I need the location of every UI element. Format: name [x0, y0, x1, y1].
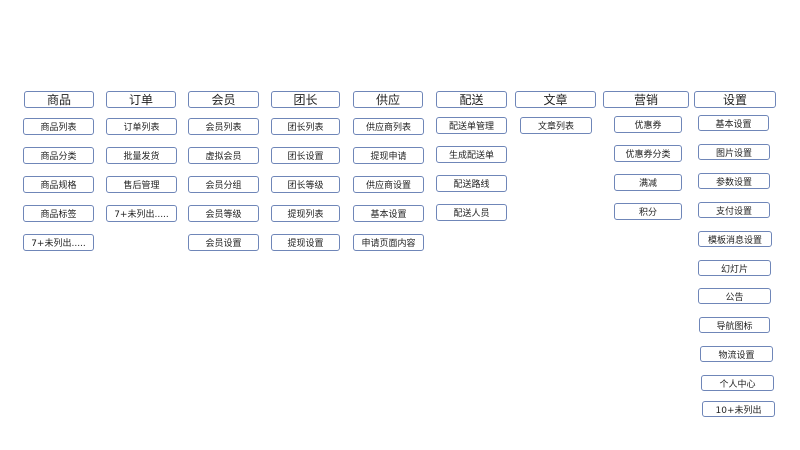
- menu-item[interactable]: 导航图标: [699, 317, 770, 333]
- menu-item[interactable]: 7+未列出.....: [106, 205, 177, 222]
- menu-item[interactable]: 模板消息设置: [698, 231, 772, 247]
- menu-item[interactable]: 个人中心: [701, 375, 774, 391]
- menu-item[interactable]: 配送人员: [436, 204, 507, 221]
- menu-item[interactable]: 优惠券: [614, 116, 682, 133]
- menu-item[interactable]: 满减: [614, 174, 682, 191]
- category-header[interactable]: 会员: [188, 91, 259, 108]
- category-header[interactable]: 设置: [694, 91, 776, 108]
- category-header[interactable]: 团长: [271, 91, 340, 108]
- menu-item[interactable]: 配送单管理: [436, 117, 507, 134]
- menu-item[interactable]: 文章列表: [520, 117, 592, 134]
- menu-item[interactable]: 会员分组: [188, 176, 259, 193]
- menu-item[interactable]: 配送路线: [436, 175, 507, 192]
- menu-item[interactable]: 提现申请: [353, 147, 424, 164]
- menu-item[interactable]: 参数设置: [698, 173, 770, 189]
- category-header[interactable]: 订单: [106, 91, 176, 108]
- menu-item[interactable]: 图片设置: [698, 144, 770, 160]
- menu-item[interactable]: 7+未列出.....: [23, 234, 94, 251]
- menu-item[interactable]: 供应商列表: [353, 118, 424, 135]
- menu-item[interactable]: 生成配送单: [436, 146, 507, 163]
- menu-item[interactable]: 商品规格: [23, 176, 94, 193]
- menu-item[interactable]: 基本设置: [698, 115, 769, 131]
- menu-item[interactable]: 订单列表: [106, 118, 177, 135]
- menu-item[interactable]: 商品分类: [23, 147, 94, 164]
- menu-item[interactable]: 积分: [614, 203, 682, 220]
- menu-item[interactable]: 支付设置: [698, 202, 770, 218]
- menu-item[interactable]: 团长列表: [271, 118, 340, 135]
- menu-item[interactable]: 幻灯片: [698, 260, 771, 276]
- menu-item[interactable]: 团长等级: [271, 176, 340, 193]
- menu-item[interactable]: 会员列表: [188, 118, 259, 135]
- menu-item[interactable]: 商品列表: [23, 118, 94, 135]
- menu-item[interactable]: 公告: [698, 288, 771, 304]
- menu-item[interactable]: 10+未列出: [702, 401, 775, 417]
- menu-item[interactable]: 虚拟会员: [188, 147, 259, 164]
- menu-item[interactable]: 物流设置: [700, 346, 773, 362]
- menu-item[interactable]: 会员等级: [188, 205, 259, 222]
- menu-item[interactable]: 提现列表: [271, 205, 340, 222]
- category-header[interactable]: 配送: [436, 91, 507, 108]
- category-header[interactable]: 文章: [515, 91, 596, 108]
- menu-item[interactable]: 团长设置: [271, 147, 340, 164]
- menu-item[interactable]: 批量发货: [106, 147, 177, 164]
- menu-item[interactable]: 商品标签: [23, 205, 94, 222]
- category-header[interactable]: 营销: [603, 91, 689, 108]
- menu-item[interactable]: 供应商设置: [353, 176, 424, 193]
- menu-item[interactable]: 基本设置: [353, 205, 424, 222]
- menu-item[interactable]: 申请页面内容: [353, 234, 424, 251]
- menu-item[interactable]: 售后管理: [106, 176, 177, 193]
- category-header[interactable]: 供应: [353, 91, 423, 108]
- menu-item[interactable]: 优惠券分类: [614, 145, 682, 162]
- menu-item[interactable]: 会员设置: [188, 234, 259, 251]
- menu-item[interactable]: 提现设置: [271, 234, 340, 251]
- category-header[interactable]: 商品: [24, 91, 94, 108]
